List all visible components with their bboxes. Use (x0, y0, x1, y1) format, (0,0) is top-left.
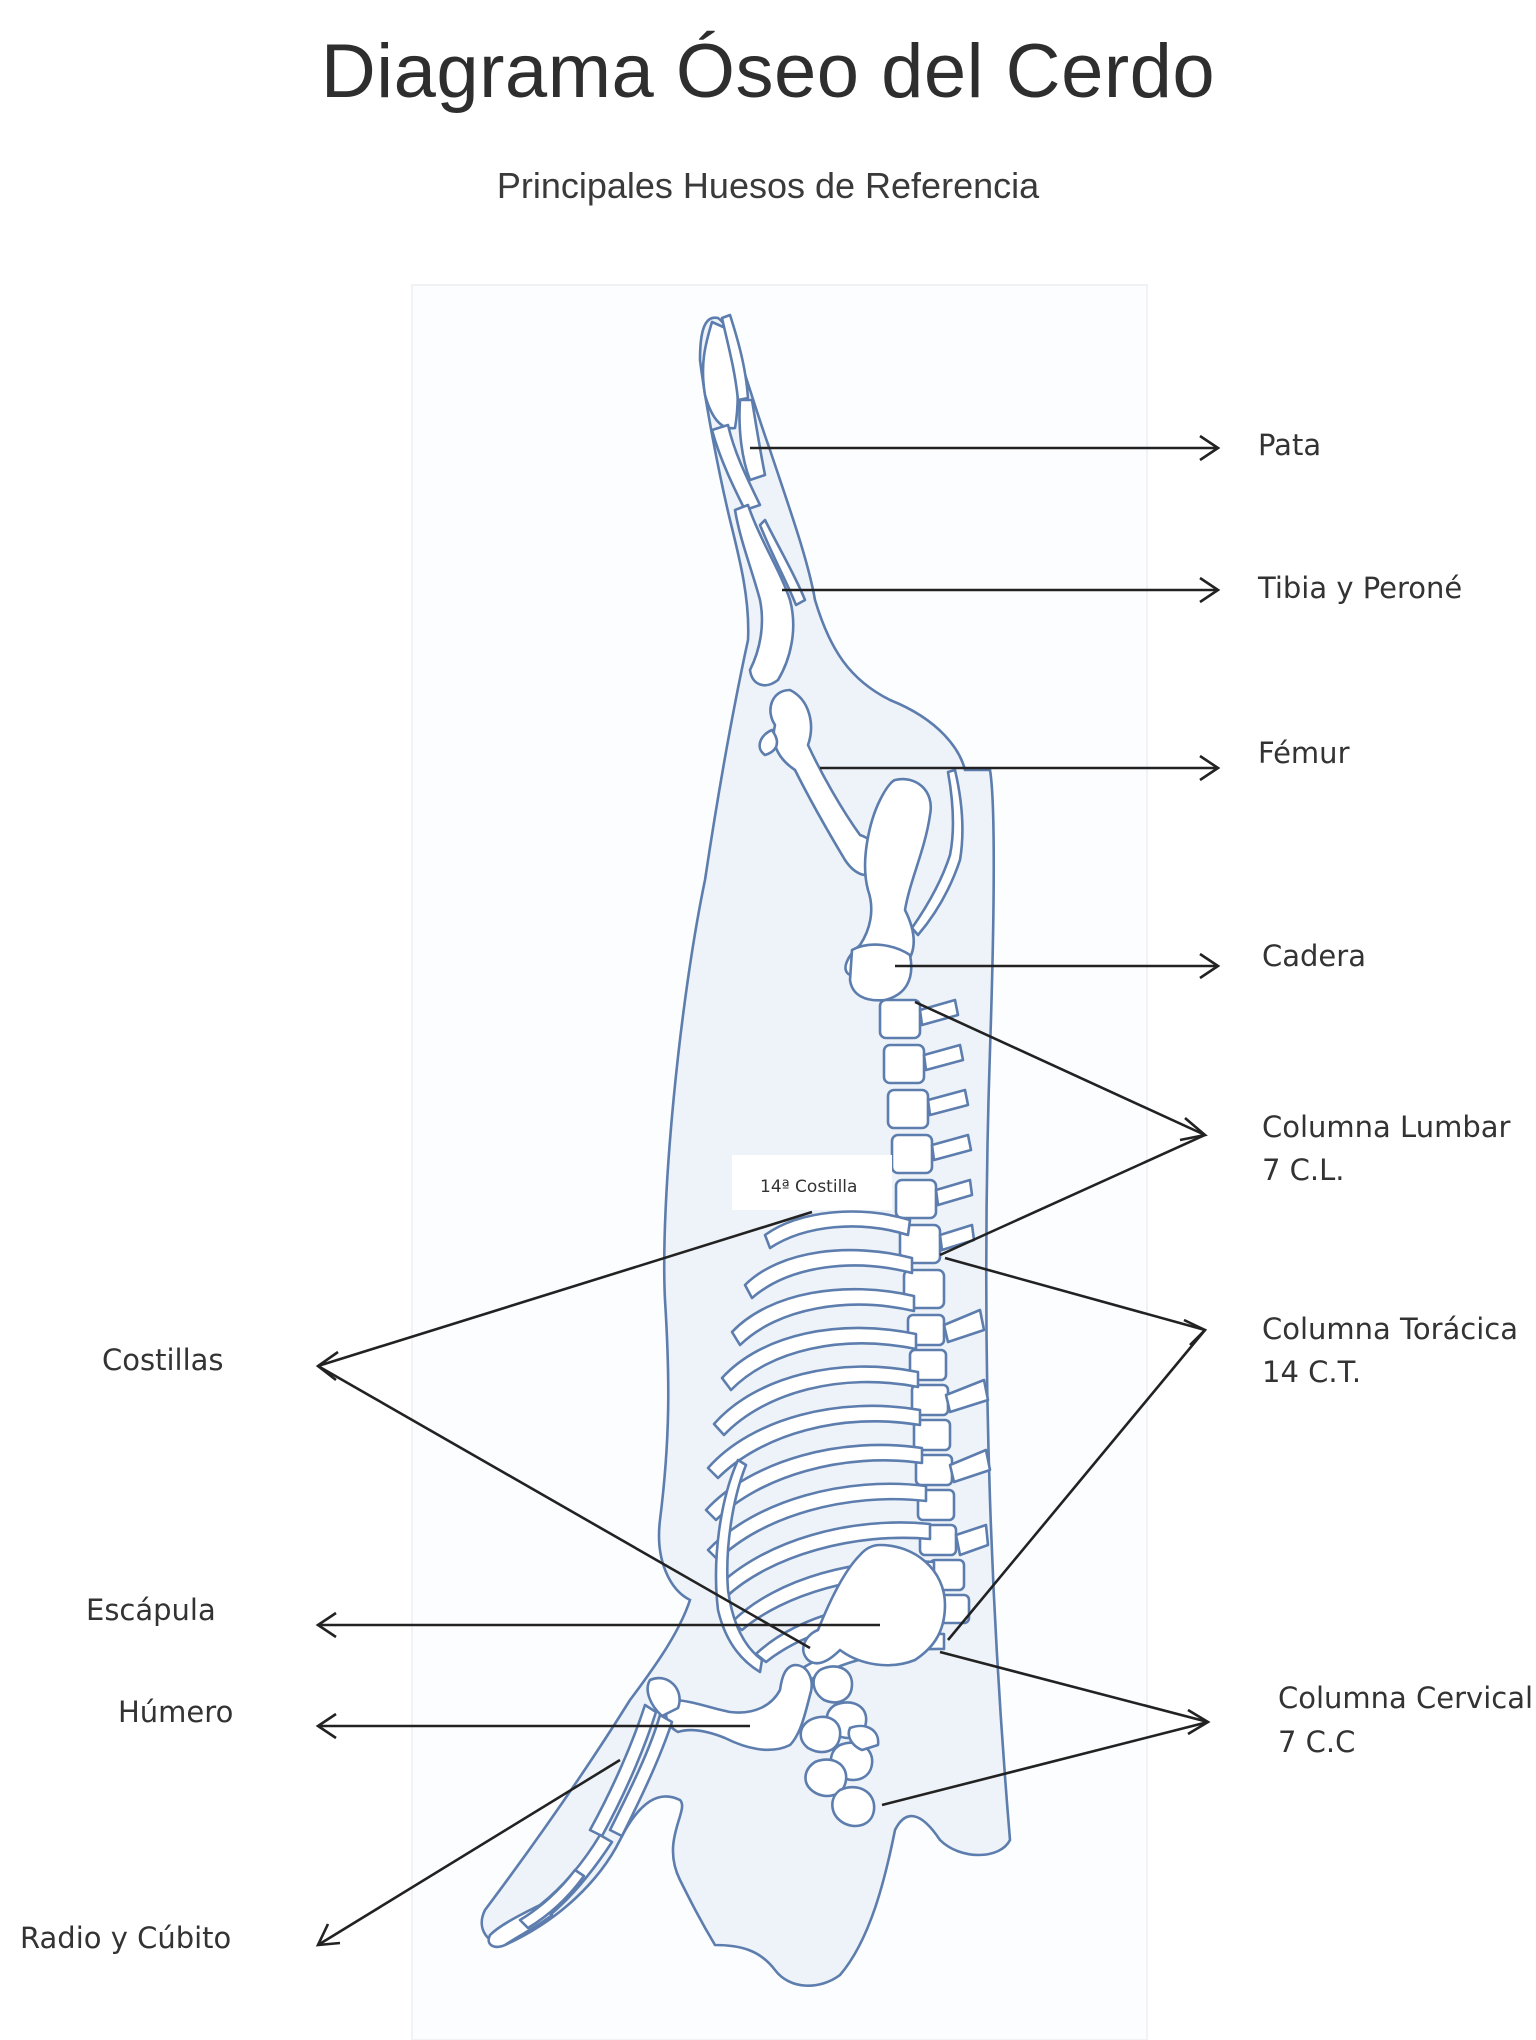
label-pata: Pata (1258, 428, 1321, 462)
label-toracica: Columna Torácica (1262, 1312, 1518, 1346)
label-cadera: Cadera (1262, 939, 1366, 973)
label-femur: Fémur (1258, 736, 1350, 770)
label-tibia: Tibia y Peroné (1257, 571, 1462, 605)
label-toracica-count: 14 C.T. (1262, 1355, 1361, 1389)
label-cervical: Columna Cervical (1278, 1681, 1533, 1715)
rib-note: 14ª Costilla (760, 1177, 857, 1197)
label-escapula: Escápula (86, 1593, 216, 1627)
label-cervical-count: 7 C.C (1278, 1725, 1355, 1759)
label-lumbar: Columna Lumbar (1262, 1110, 1511, 1144)
label-lumbar-count: 7 C.L. (1262, 1153, 1345, 1187)
label-costillas: Costillas (102, 1343, 224, 1377)
label-radio: Radio y Cúbito (20, 1921, 231, 1955)
label-humero: Húmero (118, 1695, 233, 1729)
